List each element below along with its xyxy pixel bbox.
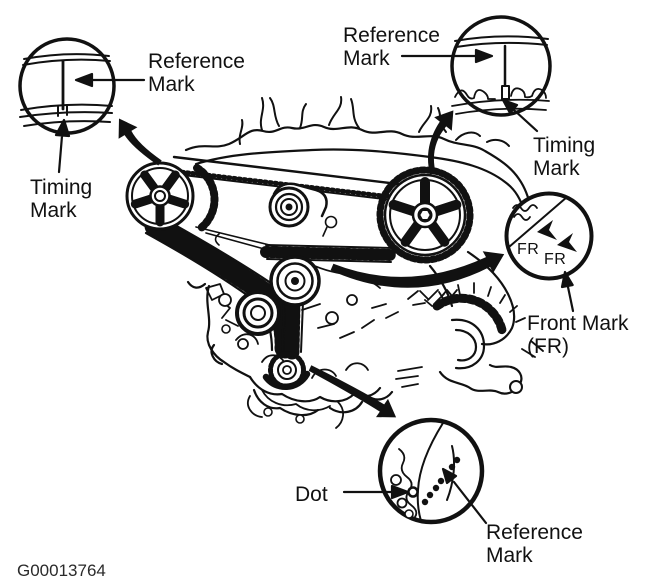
inset-wavy-edge	[398, 448, 418, 518]
tensioner-ring	[242, 297, 274, 329]
idler-ring-inner	[280, 198, 298, 216]
fr-wavy-lines	[512, 204, 538, 221]
callout-arrow-to-left-inset	[118, 118, 162, 166]
upper-idler-pulley	[268, 182, 328, 228]
arrow-left-reference-mark	[74, 72, 146, 88]
label-bottom-reference-line2: Mark	[486, 544, 533, 567]
crankshaft-sprocket	[262, 351, 311, 390]
gear-crescent	[450, 318, 486, 370]
label-right-reference-line1: Reference	[343, 24, 440, 47]
sprocket-spokes	[388, 177, 462, 247]
arrow-right-timing-mark	[501, 98, 539, 133]
sprocket-hub	[411, 201, 439, 229]
crank-hub	[277, 360, 297, 380]
inset-hole	[404, 509, 414, 519]
inset-hole	[396, 497, 408, 509]
dot-mark	[407, 486, 419, 498]
idler-center	[285, 203, 293, 211]
callout-arrow-to-fr-inset	[330, 251, 505, 288]
crankshaft-timing-gear	[395, 282, 544, 395]
fr-arrow-icon	[557, 233, 577, 252]
idler-center	[291, 277, 299, 285]
fr-diagonal-line	[508, 196, 568, 248]
belt-mid-run-teeth	[260, 246, 398, 261]
label-front-mark-line2: (FR)	[527, 335, 569, 358]
idler-ring	[276, 262, 314, 300]
arrow-dot	[342, 484, 410, 500]
label-left-timing-line2: Mark	[30, 199, 77, 222]
lower-idler-pulley	[269, 255, 321, 307]
label-dot: Dot	[295, 483, 328, 506]
arrow-right-reference-mark	[400, 48, 494, 64]
figure-id: G00013764	[17, 561, 106, 580]
bolt-head	[237, 338, 249, 350]
bolt-head	[263, 407, 273, 417]
inset-crankshaft-marks	[377, 417, 485, 525]
label-left-reference-line2: Mark	[148, 73, 195, 96]
inset-circle	[18, 37, 116, 135]
fr-text-left: FR	[517, 241, 539, 258]
pulley-hub-bore	[154, 190, 166, 202]
bolt-head	[218, 293, 232, 307]
fr-arrow-icon	[537, 220, 557, 240]
gear-teeth-arc	[432, 293, 507, 335]
arrow-front-mark	[560, 270, 575, 313]
timing-mark-notch	[57, 105, 68, 117]
inset-shaft-bands	[454, 35, 549, 48]
label-left-timing-line1: Timing	[30, 176, 92, 199]
belt-upper-run-top-edge	[172, 155, 400, 186]
inset-circle	[377, 417, 485, 525]
inset-shaft-bands	[19, 53, 113, 127]
gear-dash-details	[395, 366, 423, 388]
label-left-reference-line1: Reference	[148, 50, 245, 73]
inset-front-mark: FR FR	[504, 191, 594, 281]
pulley-spokes	[130, 170, 190, 227]
belt-lower-run-edges	[281, 301, 304, 353]
engine-lower-outline	[248, 375, 394, 417]
connecting-rod	[438, 363, 523, 395]
label-bottom-reference-line1: Reference	[486, 521, 583, 544]
rod-end	[509, 380, 523, 394]
label-right-timing-line1: Timing	[533, 134, 595, 157]
bolt-head	[221, 324, 231, 334]
crank-teeth-ring	[268, 351, 306, 389]
sprocket-hub-bore	[417, 207, 433, 223]
inset-sprocket-teeth	[451, 87, 550, 115]
timing-mark-notch	[501, 85, 510, 100]
pulley-hub	[149, 185, 171, 207]
inset-camshaft-right-marks	[450, 15, 552, 117]
camshaft-pulley-left	[125, 161, 219, 232]
arrow-bottom-reference-mark	[441, 467, 488, 525]
crank-bore	[282, 365, 292, 375]
engine-top-outline	[184, 123, 533, 244]
callout-arrow-to-right-inset	[427, 110, 454, 175]
engine-small-ring	[324, 215, 338, 229]
bolt-head	[325, 311, 339, 325]
belt-lower-run-teeth	[284, 295, 301, 360]
label-right-reference-line2: Mark	[343, 47, 390, 70]
engine-rib-lines	[195, 226, 328, 251]
camshaft-sprocket-left-teeth	[193, 164, 219, 232]
bolt-head	[346, 294, 358, 306]
fr-text-right: FR	[544, 251, 566, 268]
arrow-left-timing-mark	[54, 118, 71, 174]
inset-hole	[390, 474, 402, 486]
camshaft-sprocket-right	[376, 166, 474, 264]
sprocket-hub-hex	[418, 209, 432, 221]
reference-mark-dotted-line	[421, 456, 461, 506]
idler-ring	[274, 192, 304, 222]
label-front-mark-line1: Front Mark	[527, 312, 629, 335]
bolt-head	[295, 414, 305, 424]
tensioner-pulley	[235, 290, 281, 336]
label-right-timing-line2: Mark	[533, 157, 580, 180]
engine-bolt-heads	[218, 293, 358, 424]
engine-left-flank	[186, 280, 252, 379]
tensioner-center	[250, 305, 266, 321]
engine-illustration	[125, 96, 544, 429]
inset-camshaft-left-marks	[18, 37, 116, 135]
callout-arrow-to-bottom-inset	[308, 365, 397, 418]
sprocket-teeth-ring	[376, 166, 474, 264]
gear-scatter-details	[407, 289, 458, 306]
